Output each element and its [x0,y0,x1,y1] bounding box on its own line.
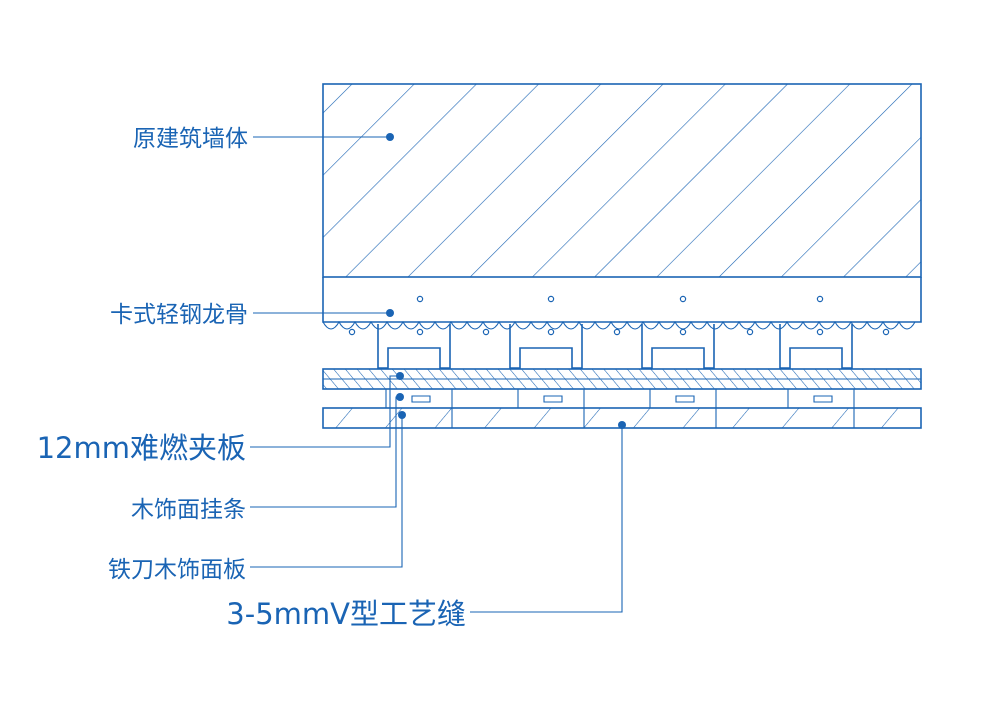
label-plywood: 12mm难燃夹板 [37,431,246,465]
fire-retardant-plywood [322,368,922,390]
label-hanging-strip: 木饰面挂条 [131,497,246,523]
label-v-groove: 3-5mmV型工艺缝 [226,597,466,631]
original-wall [322,83,922,278]
light-steel-keel [322,277,922,369]
label-light-steel-keel: 卡式轻钢龙骨 [110,302,248,328]
leader-dots [386,133,626,429]
label-veneer-panel: 铁刀木饰面板 [108,557,246,583]
wood-hanging-strips [323,388,921,409]
label-original-wall: 原建筑墙体 [133,126,248,152]
